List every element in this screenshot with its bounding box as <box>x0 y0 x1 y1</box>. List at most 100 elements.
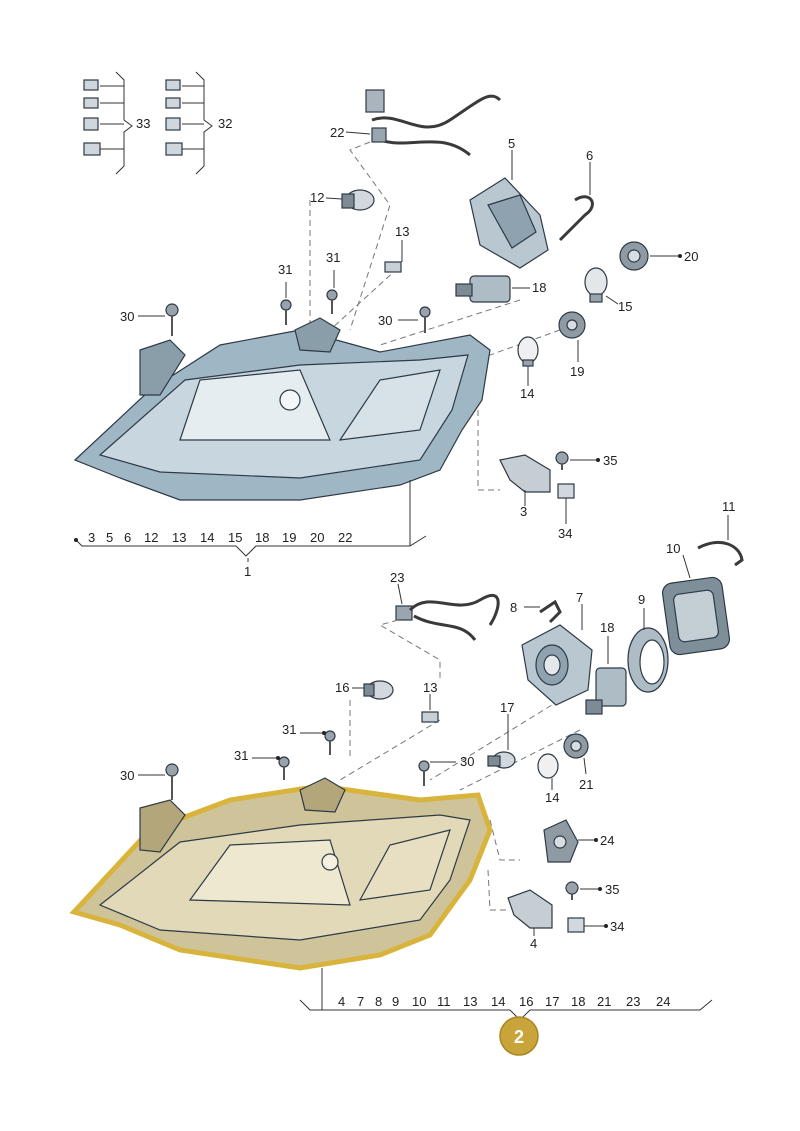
bulb-15 <box>584 267 608 303</box>
socket-21 <box>563 733 589 759</box>
socket-20 <box>619 241 649 271</box>
assembly-2-part: 24 <box>656 994 670 1009</box>
callout-31-lower-b: 31 <box>234 748 248 763</box>
callout-20: 20 <box>684 249 698 264</box>
assembly-1-part: 5 <box>106 530 113 545</box>
callout-15: 15 <box>618 299 632 314</box>
assembly-2-part: 16 <box>519 994 533 1009</box>
screw-30c <box>165 763 179 800</box>
bracket-4 <box>507 889 553 929</box>
assembly-2-part: 10 <box>412 994 426 1009</box>
callout-18-upper: 18 <box>532 280 546 295</box>
assembly-1-number: 1 <box>244 564 251 579</box>
callout-10: 10 <box>666 541 680 556</box>
callout-30-lower-b: 30 <box>460 754 474 769</box>
callout-16: 16 <box>335 680 349 695</box>
screw-31d <box>278 756 290 780</box>
callout-31-lower-a: 31 <box>282 722 296 737</box>
callout-33: 33 <box>136 116 150 131</box>
screw-30b <box>419 306 431 333</box>
bulb-14-lower <box>537 753 559 779</box>
callout-3: 3 <box>520 504 527 519</box>
assembly-2-number: 2 <box>514 1027 524 1047</box>
assembly-2-part: 14 <box>491 994 505 1009</box>
wiring-harness-23 <box>395 593 500 641</box>
bracket-3 <box>499 454 551 493</box>
assembly-1-part: 12 <box>144 530 158 545</box>
callout-35-upper: 35 <box>603 453 617 468</box>
callout-11: 11 <box>722 499 736 514</box>
assembly-2-part: 21 <box>597 994 611 1009</box>
callout-19: 19 <box>570 364 584 379</box>
assembly-1-part: 18 <box>255 530 269 545</box>
callout-30-lower-a: 30 <box>120 768 134 783</box>
assembly-2-part: 18 <box>571 994 585 1009</box>
callout-31-upper-b: 31 <box>326 250 340 265</box>
bulb-17 <box>487 751 516 769</box>
seal-ring-9 <box>627 627 669 693</box>
screw-35-lower <box>565 881 579 900</box>
assembly-1-part: 20 <box>310 530 324 545</box>
assembly-2-part: 23 <box>626 994 640 1009</box>
reflector-housing-5 <box>469 177 549 269</box>
assembly-1-part: 14 <box>200 530 214 545</box>
bulb-13-lower <box>421 711 439 723</box>
callout-14-lower: 14 <box>545 790 559 805</box>
clip-8 <box>539 599 562 624</box>
reflector-housing-7 <box>521 624 593 706</box>
clip-34-lower <box>567 917 585 933</box>
callout-30-upper-b: 30 <box>378 313 392 328</box>
screw-31b <box>326 289 338 314</box>
wiring-harness-22 <box>365 89 502 157</box>
callout-30-upper-a: 30 <box>120 309 134 324</box>
clip-34-upper <box>557 483 575 499</box>
assembly-2-part: 4 <box>338 994 345 1009</box>
callout-18-lower: 18 <box>600 620 614 635</box>
callout-17: 17 <box>500 700 514 715</box>
assembly-2-part: 17 <box>545 994 559 1009</box>
callout-7: 7 <box>576 590 583 605</box>
screw-30a <box>165 303 179 336</box>
clip-6 <box>558 195 594 242</box>
assembly-2-part: 11 <box>437 994 451 1009</box>
callout-6: 6 <box>586 148 593 163</box>
assembly-1-part: 13 <box>172 530 186 545</box>
bulb-13 <box>384 261 402 273</box>
headlight-housing-upper <box>73 317 491 501</box>
assembly-1-part: 22 <box>338 530 352 545</box>
screw-35-upper <box>555 451 569 470</box>
assembly-1-part: 6 <box>124 530 131 545</box>
headlight-housing-lower <box>69 777 493 971</box>
callout-23: 23 <box>390 570 404 585</box>
actuator-18-lower <box>585 667 627 715</box>
callout-8: 8 <box>510 600 517 615</box>
callout-31-upper-a: 31 <box>278 262 292 277</box>
assembly-1-part: 3 <box>88 530 95 545</box>
callout-14-upper: 14 <box>520 386 534 401</box>
screw-31a <box>280 299 292 325</box>
actuator-18-upper <box>455 275 511 303</box>
callout-32: 32 <box>218 116 232 131</box>
callout-22: 22 <box>330 125 344 140</box>
cover-10 <box>661 576 731 656</box>
callout-13-upper: 13 <box>395 224 409 239</box>
bulb-12 <box>341 189 375 211</box>
screw-31c <box>324 730 336 755</box>
assembly-2-part-list: 4 7 8 9 10 11 13 14 16 17 18 21 23 24 <box>338 994 670 1009</box>
bulb-14-upper <box>517 336 539 367</box>
callout-34-lower: 34 <box>610 919 624 934</box>
assembly-1-part: 15 <box>228 530 242 545</box>
clip-set-32 <box>165 71 213 175</box>
callout-24: 24 <box>600 833 614 848</box>
assembly-2-part: 9 <box>392 994 399 1009</box>
callout-12: 12 <box>310 190 324 205</box>
callout-9: 9 <box>638 592 645 607</box>
bulb-16 <box>363 680 394 700</box>
assembly-1-part-list: 3 5 6 12 13 14 15 18 19 20 22 <box>88 530 352 545</box>
screw-30d <box>418 760 430 786</box>
socket-19 <box>558 311 586 339</box>
assembly-2-badge: 2 <box>499 1016 539 1056</box>
assembly-2-part: 7 <box>357 994 364 1009</box>
assembly-2-part: 8 <box>375 994 382 1009</box>
